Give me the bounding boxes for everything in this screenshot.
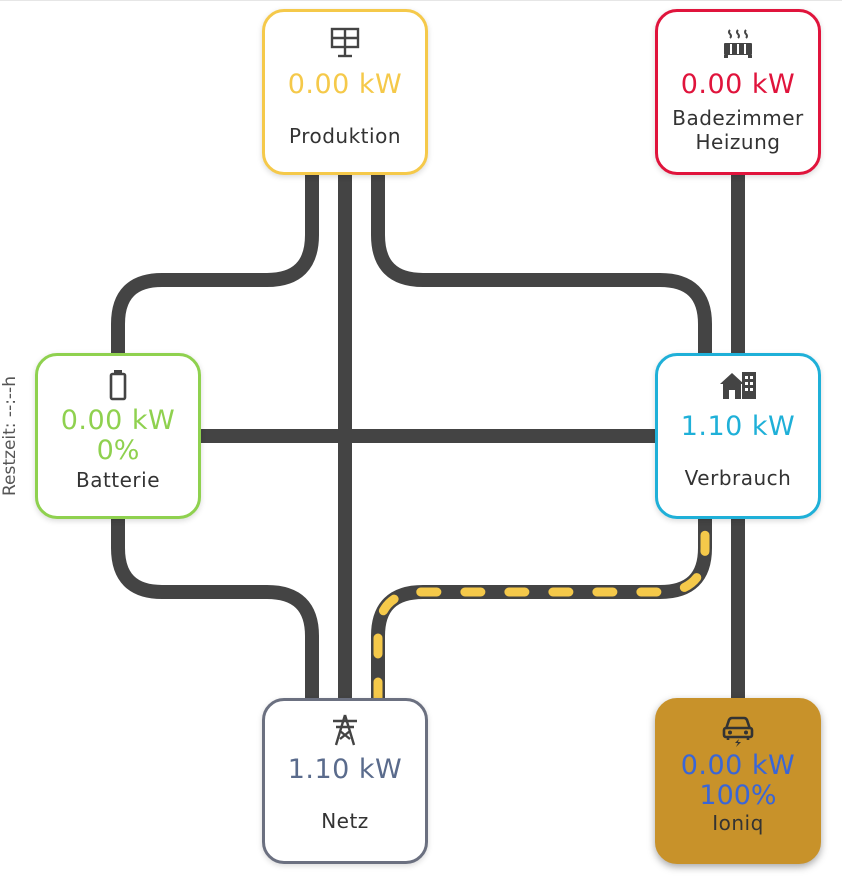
home-label: Verbrauch bbox=[684, 466, 792, 490]
top-divider bbox=[0, 0, 842, 1]
grid-node[interactable]: 1.10 kW Netz bbox=[262, 698, 428, 864]
restzeit-label: Restzeit: --:--h bbox=[0, 376, 20, 496]
flow-line-production-battery bbox=[111, 175, 319, 353]
production-label: Produktion bbox=[289, 124, 401, 148]
flow-line-grid-home bbox=[371, 519, 712, 698]
home-value: 1.10 kW bbox=[680, 411, 796, 442]
heating-label: Badezimmer Heizung bbox=[672, 106, 804, 154]
production-value: 0.00 kW bbox=[287, 69, 403, 100]
flow-line-grid-home-active bbox=[373, 514, 710, 703]
car-percent: 100% bbox=[699, 780, 777, 811]
home-icon bbox=[658, 368, 818, 406]
battery-node[interactable]: 0.00 kW 0% Batterie bbox=[35, 353, 201, 519]
home-node[interactable]: 1.10 kW Verbrauch bbox=[655, 353, 821, 519]
flow-line-battery-grid bbox=[111, 519, 319, 698]
battery-icon bbox=[38, 368, 198, 406]
battery-percent: 0% bbox=[96, 435, 140, 466]
grid-label: Netz bbox=[321, 809, 369, 833]
grid-value: 1.10 kW bbox=[287, 754, 403, 785]
battery-label: Batterie bbox=[75, 468, 161, 492]
transmission-tower-icon bbox=[265, 713, 425, 751]
flow-line-production-home bbox=[371, 175, 712, 353]
car-node[interactable]: 0.00 kW 100% Ioniq bbox=[655, 698, 821, 864]
production-node[interactable]: 0.00 kW Produktion bbox=[262, 9, 428, 175]
heating-value: 0.00 kW bbox=[680, 69, 796, 100]
car-value: 0.00 kW bbox=[680, 750, 796, 781]
heating-node[interactable]: 0.00 kW Badezimmer Heizung bbox=[655, 9, 821, 175]
battery-value: 0.00 kW bbox=[60, 405, 176, 436]
car-label: Ioniq bbox=[712, 811, 764, 835]
car-charging-icon bbox=[658, 711, 818, 751]
radiator-icon bbox=[658, 26, 818, 64]
solar-panel-icon bbox=[265, 26, 425, 64]
